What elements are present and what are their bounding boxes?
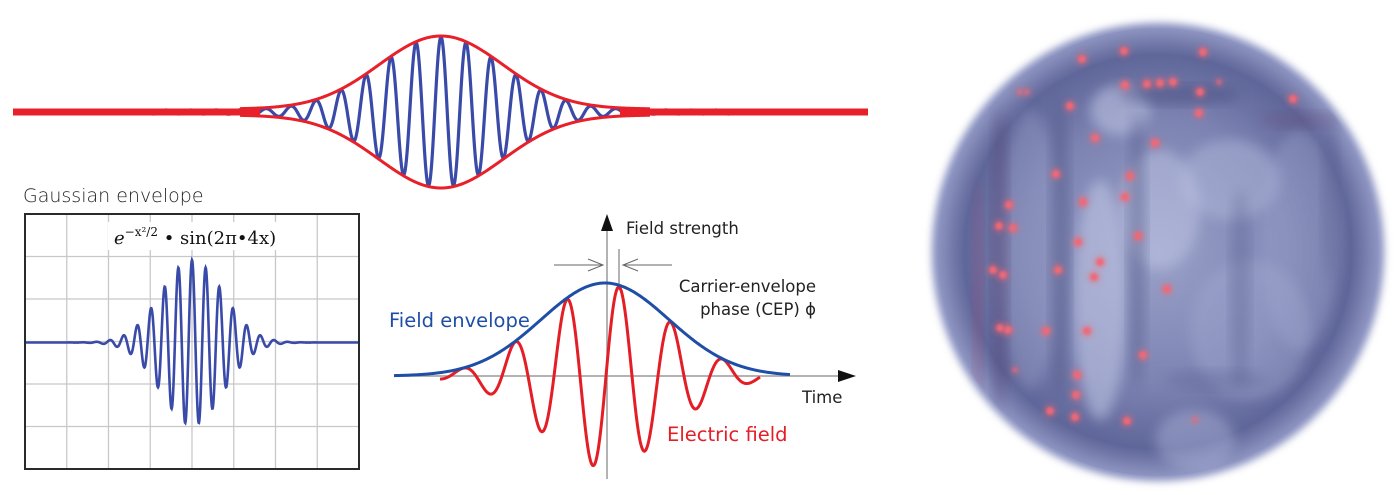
beam-spot (996, 324, 1004, 332)
time-axis-arrowhead (838, 370, 856, 382)
beam-spot (1005, 201, 1013, 209)
beam-spot (1196, 88, 1204, 96)
beam-spot (1143, 80, 1151, 88)
beam-intensity-region (1074, 180, 1126, 420)
beam-spot (1120, 47, 1128, 55)
beam-spot (1199, 48, 1207, 56)
beam-spot (1024, 89, 1030, 95)
gaussian-modulated-sine-curve (25, 256, 359, 426)
beam-spot (1126, 172, 1134, 180)
electric-field-curve (439, 285, 761, 468)
beam-spot (1169, 78, 1177, 86)
beam-intensity-region (1000, 110, 1060, 390)
electric-field-label: Electric field (667, 423, 788, 446)
beam-intensity-region (992, 110, 1008, 410)
cep-diagram: Field strength Time Carrier-envelope pha… (389, 214, 856, 479)
beam-spot (1073, 371, 1081, 379)
beam-spot (1072, 391, 1080, 399)
beam-spot (995, 222, 1003, 230)
beam-spot (993, 417, 999, 423)
plot-frame (24, 213, 360, 470)
top-envelope-lower (239, 113, 651, 190)
top-envelope-upper (239, 34, 651, 111)
beam-spot (999, 271, 1007, 279)
beam-intensity-region (1128, 110, 1146, 390)
beam-spot (1042, 327, 1050, 335)
cep-label-line2: phase (CEP) ϕ (700, 300, 816, 319)
beam-spot (1192, 417, 1198, 423)
gaussian-plot-title: Gaussian envelope (23, 185, 204, 207)
gaussian-envelope-plot: Gaussian envelope e−x²/2 • sin(2π•4x) (23, 185, 360, 470)
beam-spot (1074, 238, 1082, 246)
beam-spot (1216, 79, 1222, 85)
beam-spot (1163, 285, 1171, 293)
beam-spot (1052, 170, 1060, 178)
beam-spot (1156, 79, 1164, 87)
beam-spot (1054, 266, 1062, 274)
beam-intensity-region (1322, 120, 1338, 280)
beam-spot (1079, 198, 1087, 206)
beam-spot (1195, 109, 1203, 117)
cep-arrow-left-head (587, 258, 605, 272)
field-strength-label: Field strength (626, 219, 739, 238)
field-envelope-curve (393, 281, 791, 378)
beam-spot (1004, 326, 1012, 334)
beam-spot (1151, 139, 1159, 147)
formula-rest: • sin(2π•4x) (158, 228, 276, 249)
beam-intensity-region (1155, 410, 1235, 470)
beam-intensity-region (1230, 190, 1250, 390)
cep-arrow-right-head (621, 258, 639, 272)
field-envelope-label: Field envelope (389, 309, 530, 332)
beam-spot (1078, 55, 1086, 63)
beam-spot (1066, 102, 1074, 110)
beam-spots (987, 45, 1299, 427)
beam-intensity-region (1120, 85, 1240, 105)
beam-spot (989, 266, 997, 274)
beam-spot (1009, 224, 1017, 232)
beam-intensity-region (1260, 130, 1340, 350)
plot-formula: e−x²/2 • sin(2π•4x) (114, 225, 276, 249)
beam-spot (1091, 134, 1099, 142)
beam-spot (1046, 407, 1054, 415)
top-pulse-panel (13, 34, 868, 190)
beam-spot (1083, 327, 1091, 335)
beam-texture (973, 85, 1340, 470)
beam-spot (1012, 367, 1018, 373)
beam-spot (1134, 232, 1142, 240)
beam-spot-glow (991, 415, 1001, 425)
field-strength-axis-arrowhead (601, 214, 613, 231)
beam-spot (1096, 258, 1104, 266)
beam-intensity-region (1050, 100, 1070, 400)
beam-spot (1017, 89, 1023, 95)
beam-profile-image (932, 23, 1384, 481)
formula-backdrop (108, 222, 288, 250)
beam-spot (1071, 413, 1079, 421)
beam-intensity-region (1165, 370, 1265, 390)
beam-spot (1123, 417, 1131, 425)
beam-spot (1121, 193, 1129, 201)
time-label: Time (801, 388, 842, 407)
cep-label-line1: Carrier-envelope (679, 277, 816, 296)
beam-intensity-region (973, 180, 983, 400)
beam-intensity-region (1180, 140, 1280, 220)
beam-spot (1139, 351, 1147, 359)
beam-intensity-region (1260, 112, 1340, 128)
beam-spot (1090, 273, 1098, 281)
formula-exponent: −x²/2 (125, 225, 158, 239)
beam-spot (1289, 95, 1297, 103)
beam-spot (1121, 81, 1129, 89)
formula-base: e (114, 228, 125, 249)
